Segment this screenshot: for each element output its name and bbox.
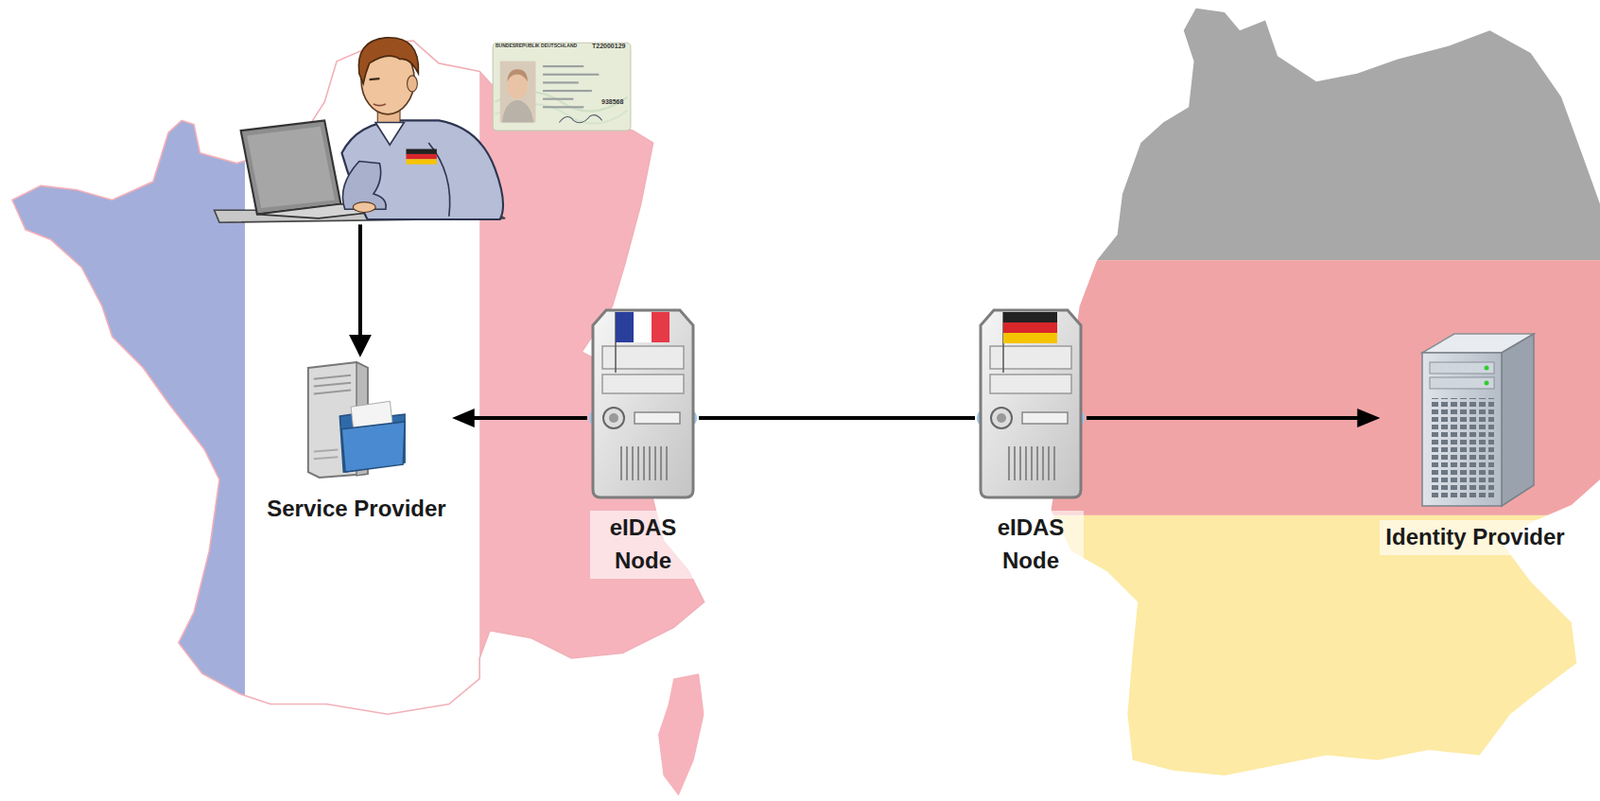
- node-label: Identity Provider: [1379, 520, 1570, 556]
- id-card-text: 938568: [601, 98, 624, 105]
- id-card-text: BUNDESREPUBLIK DEUTSCHLAND: [495, 43, 577, 49]
- service-provider-node: Service Provider: [260, 357, 452, 527]
- france-map: [0, 0, 746, 801]
- eidas-node: eIDAS Node: [587, 304, 699, 579]
- identity-provider-icon: [1412, 326, 1538, 511]
- connector-arrow: [463, 416, 588, 420]
- node-label: eIDAS Node: [977, 510, 1084, 579]
- user-arrow: [348, 224, 372, 357]
- user-illustration: [214, 37, 506, 223]
- france-border: [12, 40, 705, 714]
- connector-arrow: [698, 416, 975, 420]
- id-card-text: T22000129: [591, 42, 626, 50]
- eidas-node-icon: [587, 304, 699, 502]
- node-label: eIDAS Node: [590, 510, 696, 579]
- eidas-node: eIDAS Node: [974, 304, 1087, 579]
- id-card: [492, 42, 631, 131]
- eidas-node-icon: [974, 304, 1087, 502]
- service-provider-icon: [300, 357, 413, 481]
- identity-provider-node: Identity Provider: [1379, 326, 1570, 556]
- node-label: Service Provider: [260, 491, 452, 527]
- connector-arrow: [1086, 416, 1369, 420]
- germany-map: [1020, 0, 1600, 801]
